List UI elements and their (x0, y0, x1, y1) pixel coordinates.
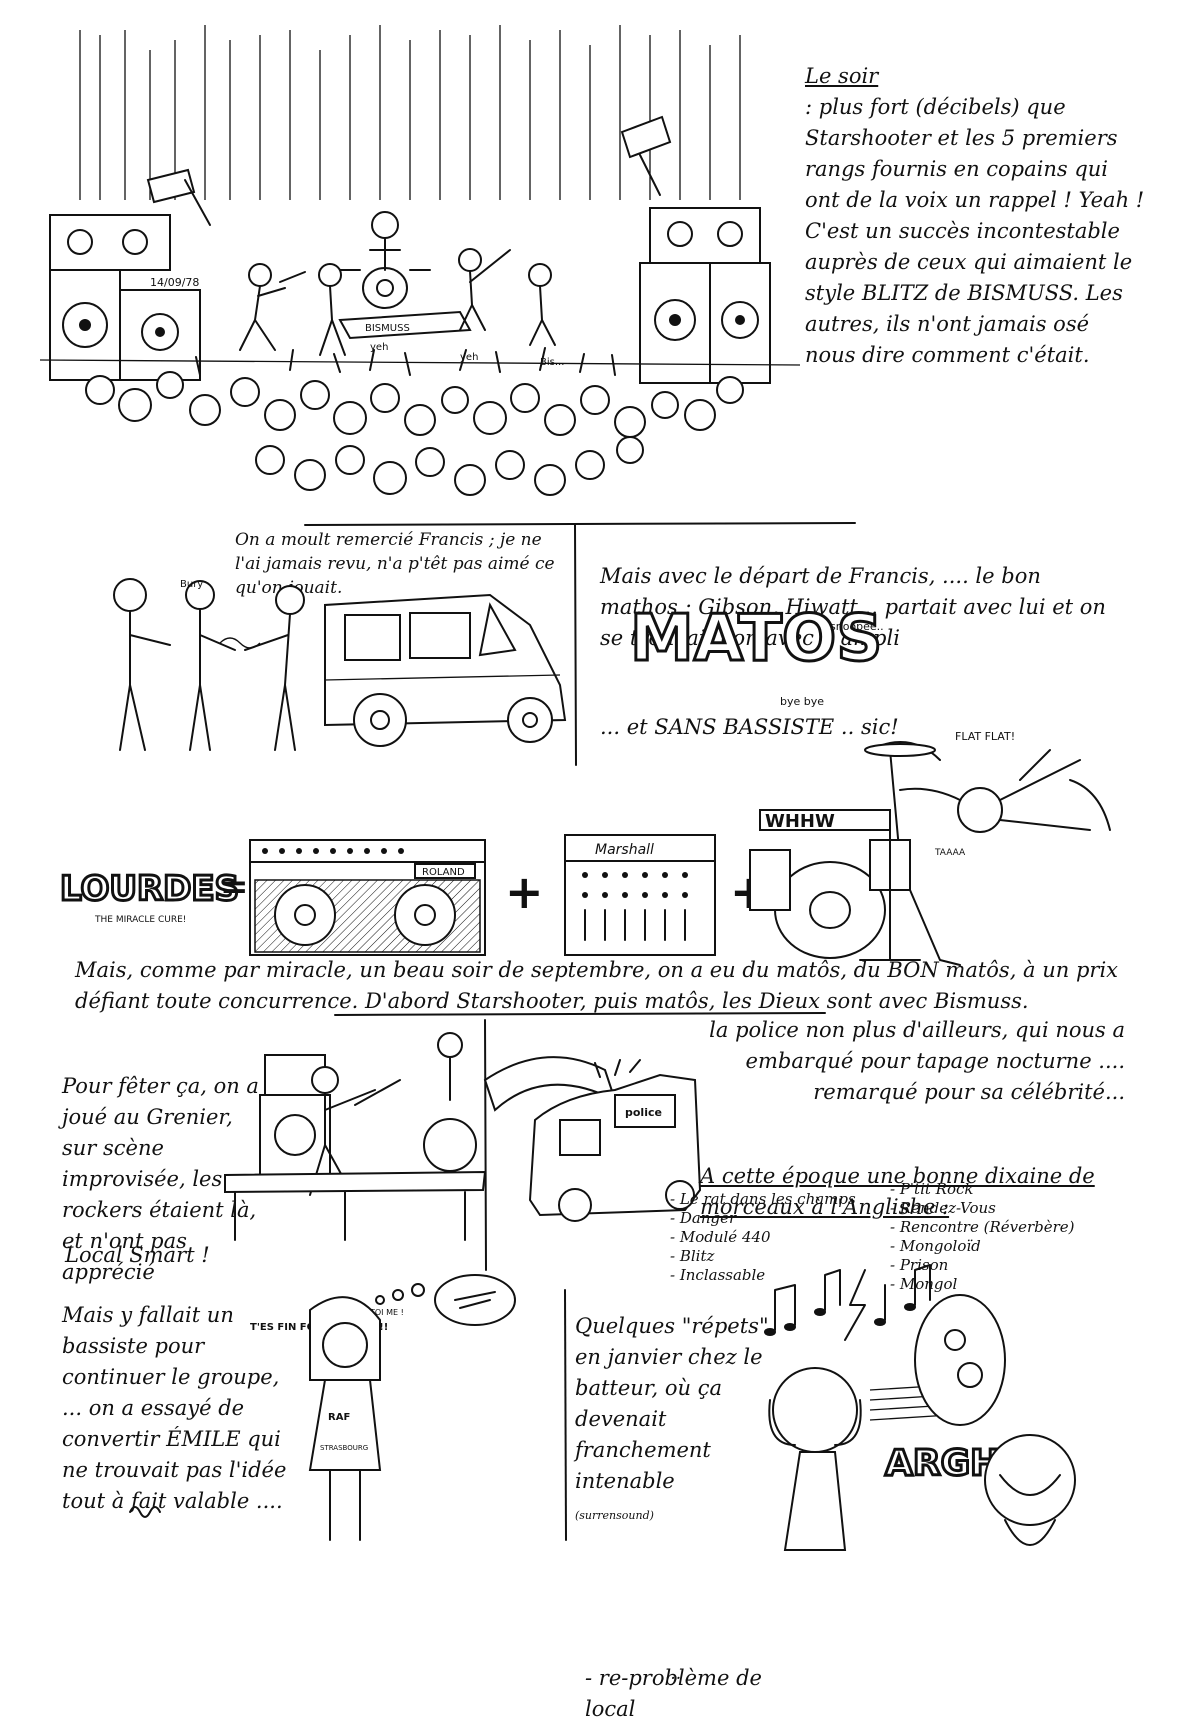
police-text: la police non plus d'ailleurs, qui nous … (709, 1018, 1125, 1104)
song-item: - Rencontre (Réverbère) (890, 1218, 1075, 1236)
man-left (114, 579, 170, 750)
roland-amp: ROLAND (250, 840, 485, 955)
song-item: - Blitz (670, 1247, 715, 1265)
matos-lettering: MATOS snoopee.. bye bye (629, 601, 884, 709)
svg-text:ROLAND: ROLAND (422, 867, 465, 878)
song-item: - Mongoloïd (890, 1237, 981, 1255)
panel-divider-vertical-2 (480, 1020, 490, 1270)
van (325, 595, 565, 746)
svg-text:WHHW: WHHW (765, 811, 835, 832)
man-center (186, 581, 235, 750)
falling-drummer-drawing: FLAT FLAT! TAAAA (850, 730, 1150, 870)
svg-text:yeh: yeh (370, 342, 388, 353)
panel-divider-vertical-1 (570, 525, 580, 765)
police-van-drawing: police (485, 1020, 715, 1220)
svg-text:yeh: yeh (460, 352, 478, 363)
toi-label: TOI ME ! (369, 1308, 404, 1317)
bassiste-text: Mais y fallait un bassiste pour continue… (62, 1303, 287, 1513)
stage-banner: BISMUSS (365, 323, 410, 334)
lourdes-text: Mais, comme par miracle, un beau soir de… (75, 958, 1119, 1013)
song-item: - Modulé 440 (670, 1228, 771, 1246)
panel-divider-vertical-3 (560, 1290, 570, 1540)
soir-text-block: Le soir : plus fort (décibels) que Stars… (805, 30, 1145, 371)
svg-text:Bis...: Bis... (540, 357, 564, 368)
merci-text: On a moult remercié Francis ; je ne l'ai… (235, 530, 555, 598)
soir-heading: Le soir (805, 64, 879, 88)
panel-divider-2 (330, 1010, 830, 1020)
noise-drawing: ARGH (764, 1270, 1155, 1670)
bury-tag: Bury (180, 579, 203, 590)
local-smart-label: Local Smart ! (65, 1243, 210, 1267)
svg-text:Marshall: Marshall (595, 842, 654, 858)
song-item: - P'tit Rock (890, 1180, 974, 1198)
marshall-amp: Marshall (565, 835, 715, 955)
lourdes-equals: = (220, 867, 249, 907)
concert-date: 14/09/78 (150, 276, 199, 289)
argh-text: ARGH (885, 1443, 1000, 1484)
band-member-far-right (529, 264, 555, 345)
grenier-stage-drawing (225, 1020, 485, 1245)
epoque-heading: A cette époque une bonne dixaine de morc… (700, 1164, 1095, 1219)
matos-swoosh: snoopee.. (830, 620, 884, 633)
farewell-drawing: Bury (60, 555, 580, 770)
lourdes-subtitle: THE MIRACLE CURE! (94, 915, 186, 925)
lourdes-word: LOURDES (60, 869, 239, 909)
song-list-left: - Le rat dans les champs - Danger - Modu… (670, 1190, 885, 1285)
lourdes-equation-drawing: LOURDES = THE MIRACLE CURE! ROLAND + Mar… (59, 789, 1140, 970)
soir-body: : plus fort (décibels) que Starshooter e… (805, 95, 1145, 367)
repets-text: Quelques "répets" en janvier chez le bat… (575, 1314, 769, 1522)
plus-sign-1: + (505, 865, 544, 919)
shirt-small-text: STRASBOURG (320, 1444, 368, 1452)
song-item: - Rendez-Vous (890, 1199, 996, 1217)
matos-text: Mais avec le départ de Francis, .... le … (600, 564, 1106, 650)
matos-tail: ... et SANS BASSISTE .. sic! (600, 715, 899, 739)
swirl-ornament (125, 1500, 165, 1520)
matos-big-word: MATOS (630, 602, 882, 676)
band-member-right (459, 249, 510, 330)
band-member-center (319, 264, 345, 355)
band-member-left (240, 264, 305, 350)
shirt-text: RAF (328, 1412, 350, 1423)
song-item: - Danger (670, 1209, 737, 1227)
song-item: - Prison (890, 1256, 949, 1274)
emile-drawing: T'ES FIN FOU OU QUOI !! TOI ME ! RAF STR… (250, 1270, 550, 1550)
song-item: - Inclassable (670, 1266, 766, 1284)
crowd: yeh Bis... yeh (86, 342, 743, 495)
panel-divider-1 (300, 520, 860, 530)
repets-dots: ... (665, 1664, 682, 1684)
flat-sound: FLAT FLAT! (955, 730, 1015, 743)
song-item: - Le rat dans les champs (670, 1190, 856, 1208)
concert-stage-drawing: 14/09/78 BISMUSS (40, 20, 800, 540)
cry-sound: TAAAA (934, 848, 966, 858)
drum-kit: WHHW (750, 789, 960, 965)
police-van-label: police (625, 1106, 662, 1119)
feter-text: Pour fêter ça, on a joué au Grenier, sur… (62, 1074, 259, 1284)
song-list-right: - P'tit Rock - Rendez-Vous - Rencontre (… (890, 1180, 1140, 1294)
byebye-label: bye bye (780, 695, 824, 708)
man-right (245, 586, 304, 750)
